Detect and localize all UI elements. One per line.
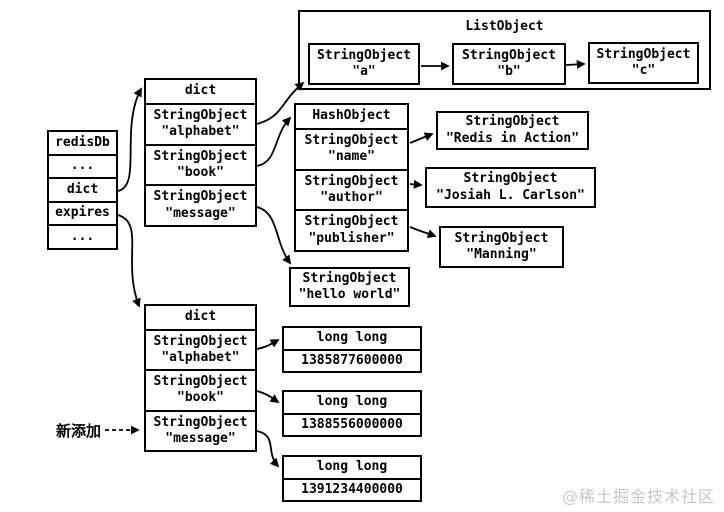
dict-top-message-value: "message" (165, 205, 236, 221)
dict-top-book-value: "book" (177, 165, 224, 180)
string-object-manning: StringObject "Manning" (439, 226, 564, 268)
arrow-redisdb-dict-to-top-dict (117, 87, 142, 192)
dict-bottom-alphabet-value: "alphabet" (161, 350, 240, 366)
long-long-3-value: 1391234400000 (284, 477, 420, 501)
string-object-c-value: "c" (631, 63, 656, 78)
hash-name-type: StringObject (304, 133, 399, 149)
dict-bottom-alphabet-type: StringObject (153, 333, 248, 349)
arrow-name-to-redis-in-action (409, 132, 434, 144)
list-object-title: ListObject (465, 19, 544, 34)
long-long-box-2: long long 1388556000000 (282, 390, 422, 437)
dict-bottom-table: dict StringObject "alphabet" StringObjec… (144, 304, 257, 452)
hash-publisher-type: StringObject (304, 214, 399, 230)
dict-bottom-message-type: StringObject (153, 414, 248, 430)
redisdb-row-ellipsis-2: ... (49, 224, 116, 248)
redis-in-action-value: "Redis in Action" (445, 130, 580, 146)
dict-top-row-message: StringObject "message" (146, 184, 255, 225)
hash-object-row-author: StringObject "author" (296, 168, 407, 210)
dict-top-table: dict StringObject "alphabet" StringObjec… (144, 78, 257, 227)
dict-top-alphabet-type: StringObject (153, 108, 248, 124)
redis-in-action-type: StringObject (465, 114, 560, 130)
long-long-box-3: long long 1391234400000 (282, 455, 422, 502)
hash-publisher-value: "publisher" (308, 230, 395, 246)
dict-top-message-type: StringObject (153, 189, 248, 205)
long-long-box-1: long long 1385877600000 (282, 326, 422, 373)
dict-top-title: dict (184, 83, 217, 99)
hash-name-value: "name" (328, 149, 375, 165)
josiah-carlson-type: StringObject (463, 171, 558, 187)
dict-bottom-row-message: StringObject "message" (146, 409, 255, 450)
arrow-bottom-alphabet-to-long1 (256, 339, 280, 350)
arrow-author-to-josiah (409, 179, 423, 189)
dict-top-row-book: StringObject "book" (146, 143, 255, 185)
string-object-a-value: "a" (352, 64, 376, 79)
dict-top-book-type: StringObject (153, 148, 248, 164)
dict-bottom-message-value: "message" (165, 430, 236, 446)
long-long-2-type: long long (316, 394, 388, 410)
arrow-publisher-to-manning (409, 226, 437, 238)
long-long-3-type: long long (316, 459, 388, 475)
string-object-b-value: "b" (497, 64, 521, 79)
string-object-b: StringObject "b" (452, 43, 566, 85)
hash-author-type: StringObject (304, 173, 399, 189)
string-object-c-type: StringObject (596, 46, 691, 62)
string-object-a-type: StringObject (317, 47, 411, 63)
manning-type: StringObject (454, 230, 549, 246)
string-object-redis-in-action: StringObject "Redis in Action" (436, 111, 589, 150)
arrow-bottom-message-to-long3 (256, 430, 280, 468)
arrow-message-to-hello-world (256, 206, 292, 265)
watermark-text: @稀土掘金技术社区 (562, 487, 716, 506)
string-object-c: StringObject "c" (588, 42, 699, 84)
redisdb-row-dict: dict (49, 177, 116, 201)
josiah-carlson-value: "Josiah L. Carlson" (436, 187, 585, 203)
arrow-book-to-hashobject (256, 116, 292, 167)
hash-object-row-name: StringObject "name" (296, 128, 407, 169)
hash-object-row-publisher: StringObject "publisher" (296, 209, 407, 250)
string-object-b-type: StringObject (462, 47, 556, 63)
dict-bottom-book-value: "book" (177, 390, 224, 406)
hash-author-value: "author" (320, 190, 383, 205)
dict-bottom-row-book: StringObject "book" (146, 369, 255, 409)
dict-bottom-title: dict (184, 309, 217, 325)
dict-top-row-alphabet: StringObject "alphabet" (146, 103, 255, 144)
long-long-1-value: 1385877600000 (284, 348, 420, 372)
hello-world-value: "hello world" (298, 287, 401, 302)
arrow-redisdb-expires-to-bottom-dict (117, 214, 141, 308)
hash-object-table: HashObject StringObject "name" StringObj… (294, 103, 409, 252)
hash-object-title: HashObject (312, 108, 391, 124)
string-object-a: StringObject "a" (308, 43, 420, 85)
redisdb-row-ellipsis-1: ... (49, 153, 116, 178)
manning-value: "Manning" (466, 247, 537, 262)
long-long-1-type: long long (316, 330, 388, 346)
new-addition-label: 新添加 (56, 422, 102, 440)
string-object-hello-world: StringObject "hello world" (289, 267, 410, 307)
dict-bottom-row-alphabet: StringObject "alphabet" (146, 329, 255, 369)
string-object-josiah-carlson: StringObject "Josiah L. Carlson" (425, 167, 596, 208)
redisdb-row-title: redisDb (55, 134, 110, 150)
redisdb-table: redisDb ... dict expires ... (47, 130, 118, 250)
dict-bottom-book-type: StringObject (153, 374, 248, 390)
long-long-2-value: 1388556000000 (284, 412, 420, 436)
arrow-bottom-book-to-long2 (256, 390, 280, 403)
hello-world-type: StringObject (302, 270, 397, 286)
dict-top-alphabet-value: "alphabet" (161, 124, 240, 140)
redisdb-row-expires: expires (49, 200, 116, 225)
